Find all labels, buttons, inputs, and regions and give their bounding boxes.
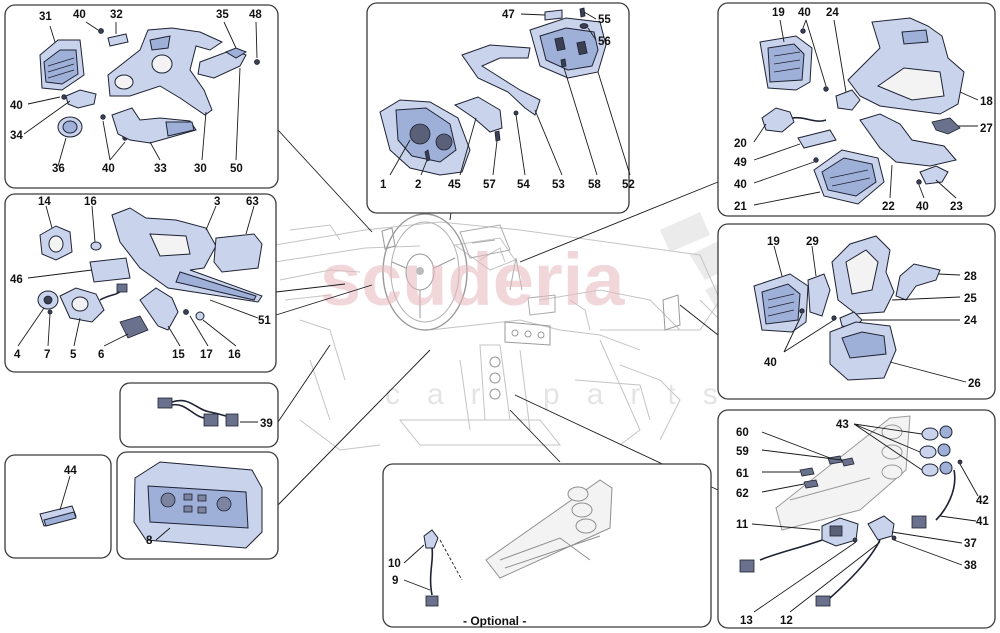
callout-61: 61 <box>736 468 749 480</box>
callout-4: 4 <box>14 349 21 361</box>
callout-52: 52 <box>622 179 635 191</box>
callout-8: 8 <box>146 535 153 547</box>
callout-24: 24 <box>964 315 977 327</box>
panel-mid-right: 19 29 28 25 24 40 26 <box>717 223 996 400</box>
callout-13: 13 <box>740 615 753 627</box>
callout-42: 42 <box>976 495 989 507</box>
callout-43: 43 <box>836 419 849 431</box>
callout-25: 25 <box>964 293 977 305</box>
callout-40: 40 <box>102 163 115 175</box>
callout-20: 20 <box>734 138 747 150</box>
callout-27: 27 <box>980 123 993 135</box>
callout-60: 60 <box>736 427 749 439</box>
callout-51: 51 <box>258 315 271 327</box>
callout-12: 12 <box>780 615 793 627</box>
callout-10: 10 <box>388 558 401 570</box>
panel-clip-44: 44 <box>4 454 112 559</box>
callout-31: 31 <box>39 11 52 23</box>
panel-mid-left: 14 16 3 63 46 51 4 7 5 6 15 17 16 <box>4 193 277 373</box>
callout-44: 44 <box>64 465 77 477</box>
callout-40: 40 <box>10 100 23 112</box>
callout-23: 23 <box>950 201 963 213</box>
callout-39: 39 <box>260 418 273 430</box>
callout-16: 16 <box>228 349 241 361</box>
callout-24: 24 <box>826 7 839 19</box>
callout-17: 17 <box>200 349 213 361</box>
callout-55: 55 <box>598 14 611 26</box>
callout-45: 45 <box>448 179 461 191</box>
panel-top-center: 47 55 56 1 2 45 57 54 53 58 52 <box>366 2 635 214</box>
callout-5: 5 <box>70 349 77 361</box>
callout-15: 15 <box>172 349 185 361</box>
callout-56: 56 <box>598 36 611 48</box>
callout-2: 2 <box>415 179 421 191</box>
callout-40: 40 <box>764 357 777 369</box>
callout-54: 54 <box>517 179 530 191</box>
callout-48: 48 <box>249 9 262 21</box>
callout-33: 33 <box>154 163 167 175</box>
callout-47: 47 <box>502 9 515 21</box>
optional-label: - Optional - <box>463 614 526 628</box>
callout-34: 34 <box>10 130 23 142</box>
panel-control-unit-8: 8 <box>116 451 279 560</box>
callout-40: 40 <box>916 201 929 213</box>
callout-6: 6 <box>98 349 104 361</box>
callout-26: 26 <box>968 378 981 390</box>
callout-58: 58 <box>588 179 601 191</box>
callout-37: 37 <box>964 538 977 550</box>
callout-40: 40 <box>798 7 811 19</box>
watermark-sub: car parts <box>385 378 745 411</box>
callout-57: 57 <box>483 179 496 191</box>
callout-1: 1 <box>380 179 387 191</box>
callout-7: 7 <box>44 349 50 361</box>
dashboard-overview: scuderia car parts <box>274 212 820 451</box>
callout-18: 18 <box>980 96 993 108</box>
callout-36: 36 <box>52 163 65 175</box>
callout-11: 11 <box>736 519 749 531</box>
callout-22: 22 <box>882 201 895 213</box>
callout-21: 21 <box>734 201 747 213</box>
callout-16: 16 <box>84 196 97 208</box>
callout-32: 32 <box>110 9 123 21</box>
callout-14: 14 <box>38 196 51 208</box>
part-dash-panel-3 <box>111 207 263 303</box>
panel-top-right: 19 40 24 18 27 20 49 40 21 22 40 23 <box>717 2 996 217</box>
panel-optional: 10 9 - Optional - <box>382 463 712 628</box>
callout-40: 40 <box>734 179 747 191</box>
callout-29: 29 <box>806 236 819 248</box>
watermark-brand: scuderia <box>320 238 625 321</box>
part-bracket-53 <box>461 44 541 116</box>
callout-59: 59 <box>736 446 749 458</box>
callout-9: 9 <box>392 575 398 587</box>
callout-46: 46 <box>10 274 23 286</box>
callout-53: 53 <box>552 179 565 191</box>
steering-wheel <box>382 213 468 331</box>
callout-3: 3 <box>214 196 220 208</box>
panel-cable-39: 39 <box>119 382 279 448</box>
panel-top-left: 31 40 32 35 48 40 34 36 40 33 30 50 <box>4 4 279 189</box>
callout-35: 35 <box>216 9 229 21</box>
callout-41: 41 <box>976 516 989 528</box>
panel-bottom-right: 60 43 59 61 62 42 11 41 37 38 13 12 <box>717 409 996 629</box>
callout-30: 30 <box>194 163 207 175</box>
callout-49: 49 <box>734 157 747 169</box>
callout-62: 62 <box>736 488 749 500</box>
callout-40: 40 <box>73 9 86 21</box>
callout-19: 19 <box>767 236 780 248</box>
callout-38: 38 <box>964 560 977 572</box>
callout-19: 19 <box>772 7 785 19</box>
callout-28: 28 <box>964 271 977 283</box>
callout-63: 63 <box>246 196 259 208</box>
callout-50: 50 <box>230 163 243 175</box>
